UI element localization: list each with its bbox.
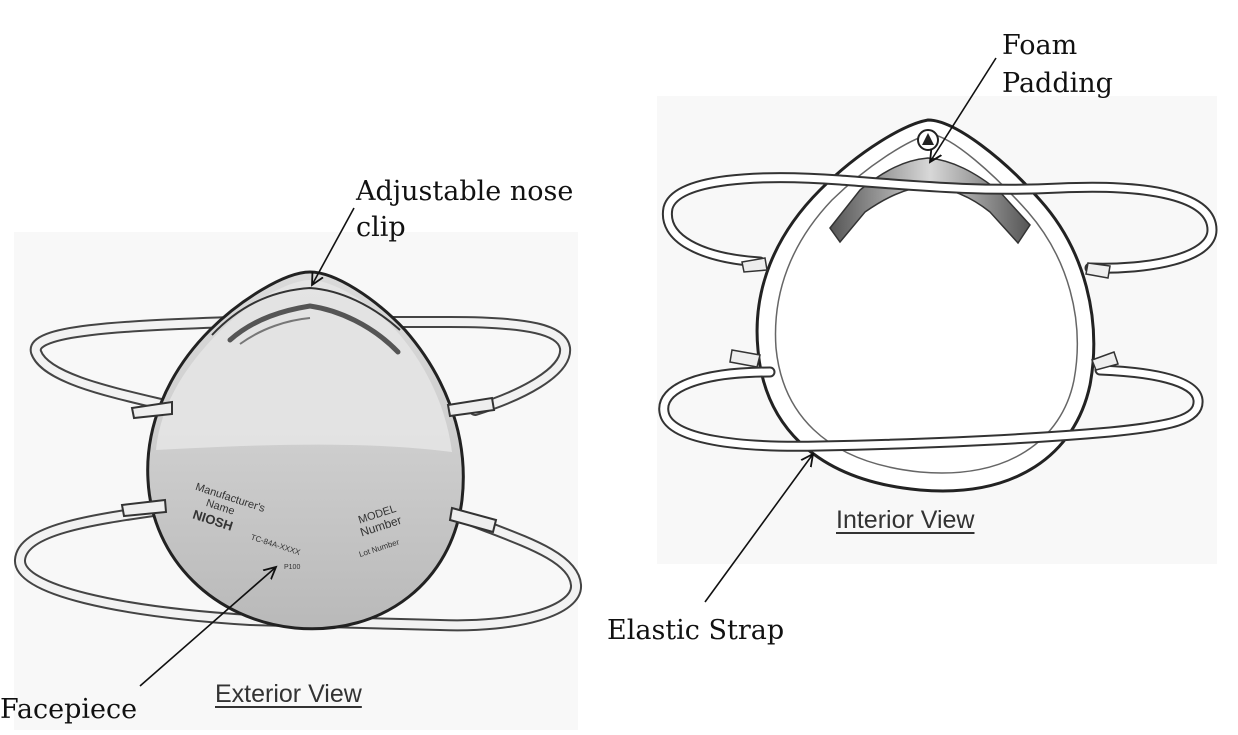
label-elastic-strap: Elastic Strap (607, 615, 785, 646)
caption-interior-view: Interior View (836, 506, 975, 534)
elastic-strap-arrow (704, 454, 813, 603)
facepiece-arrow (139, 567, 276, 687)
label-foam-line2: Padding (1002, 68, 1113, 99)
label-facepiece: Facepiece (0, 694, 138, 725)
nose-clip-arrow (312, 207, 355, 285)
interior-mask (658, 118, 1218, 493)
mask-print-rating: P100 (284, 564, 300, 571)
exterior-mask: Manufacturer's Name NIOSH TC-84A-XXXX MO… (14, 270, 582, 632)
label-foam-line1: Foam (1002, 30, 1078, 61)
foam-padding-arrow (930, 57, 997, 162)
caption-exterior-view: Exterior View (215, 680, 362, 708)
nose-clip (211, 286, 401, 336)
label-nose-clip-line1: Adjustable nose (356, 176, 574, 207)
label-nose-clip-line2: clip (356, 212, 406, 243)
